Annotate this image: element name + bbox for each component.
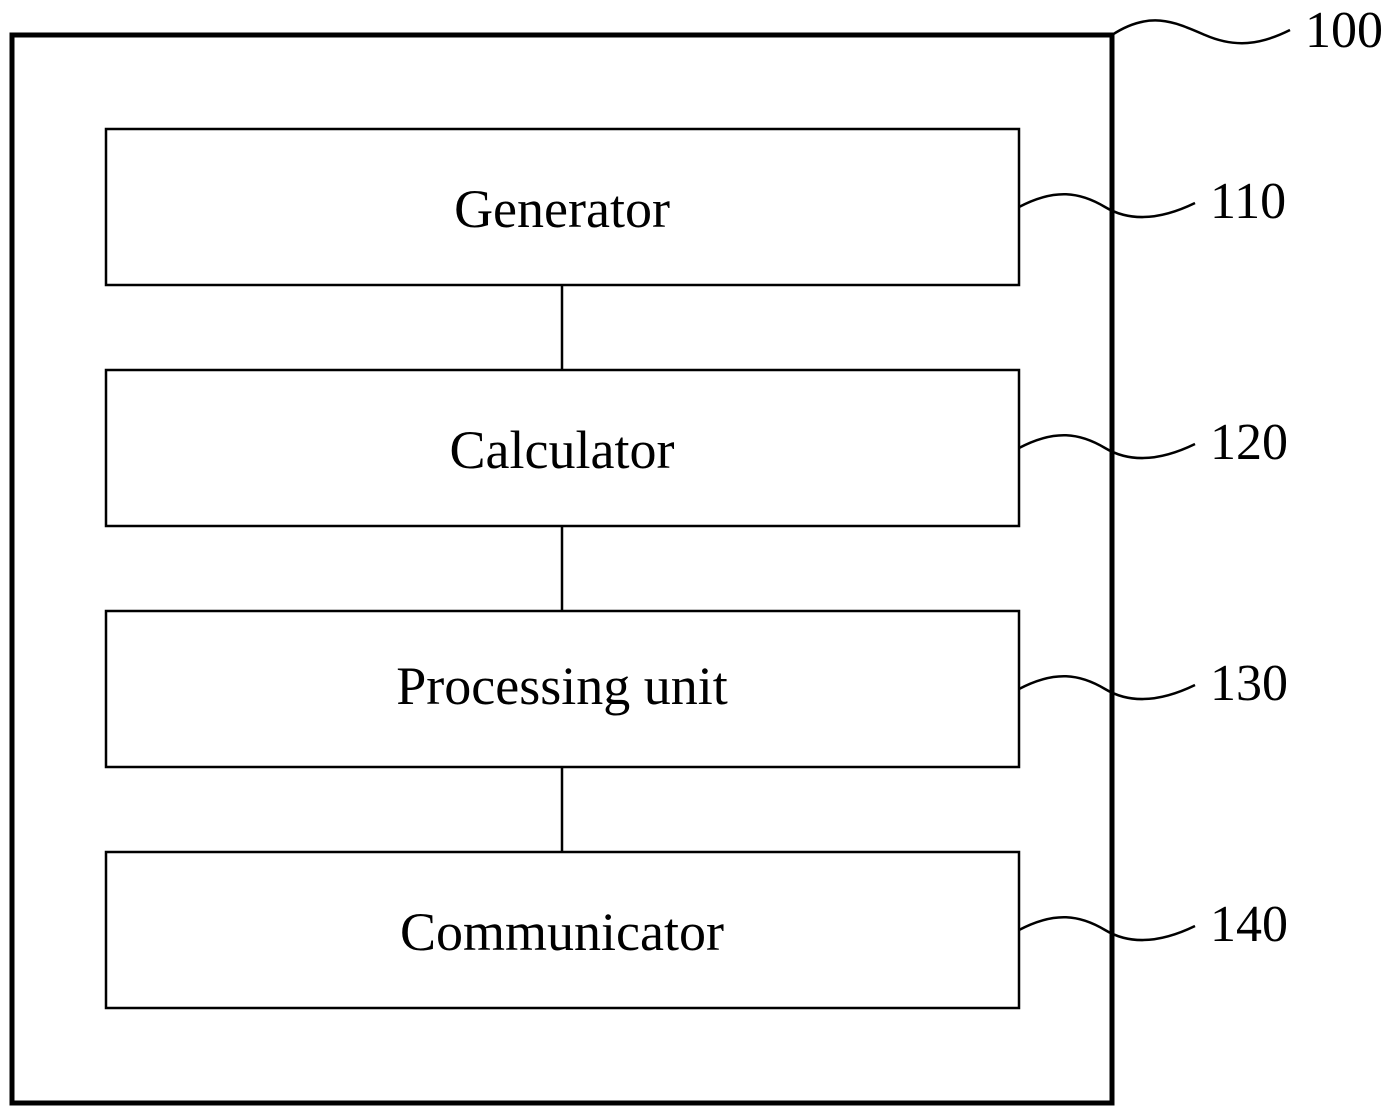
block-generator-label: Generator — [454, 179, 670, 239]
ref-label-140: 140 — [1210, 896, 1288, 953]
leader-line-130 — [1019, 676, 1195, 699]
leader-line-110 — [1019, 194, 1195, 217]
block-generator: Generator 110 — [106, 129, 1286, 285]
leader-line-120 — [1019, 435, 1195, 458]
ref-label-120: 120 — [1210, 414, 1288, 471]
block-calculator-label: Calculator — [450, 420, 675, 480]
leader-line-100 — [1112, 20, 1290, 43]
ref-label-100: 100 — [1305, 2, 1383, 59]
ref-label-110: 110 — [1210, 173, 1286, 230]
block-communicator-label: Communicator — [400, 902, 724, 962]
block-processing-unit-label: Processing unit — [396, 656, 728, 716]
ref-label-130: 130 — [1210, 655, 1288, 712]
leader-line-140 — [1019, 917, 1195, 940]
